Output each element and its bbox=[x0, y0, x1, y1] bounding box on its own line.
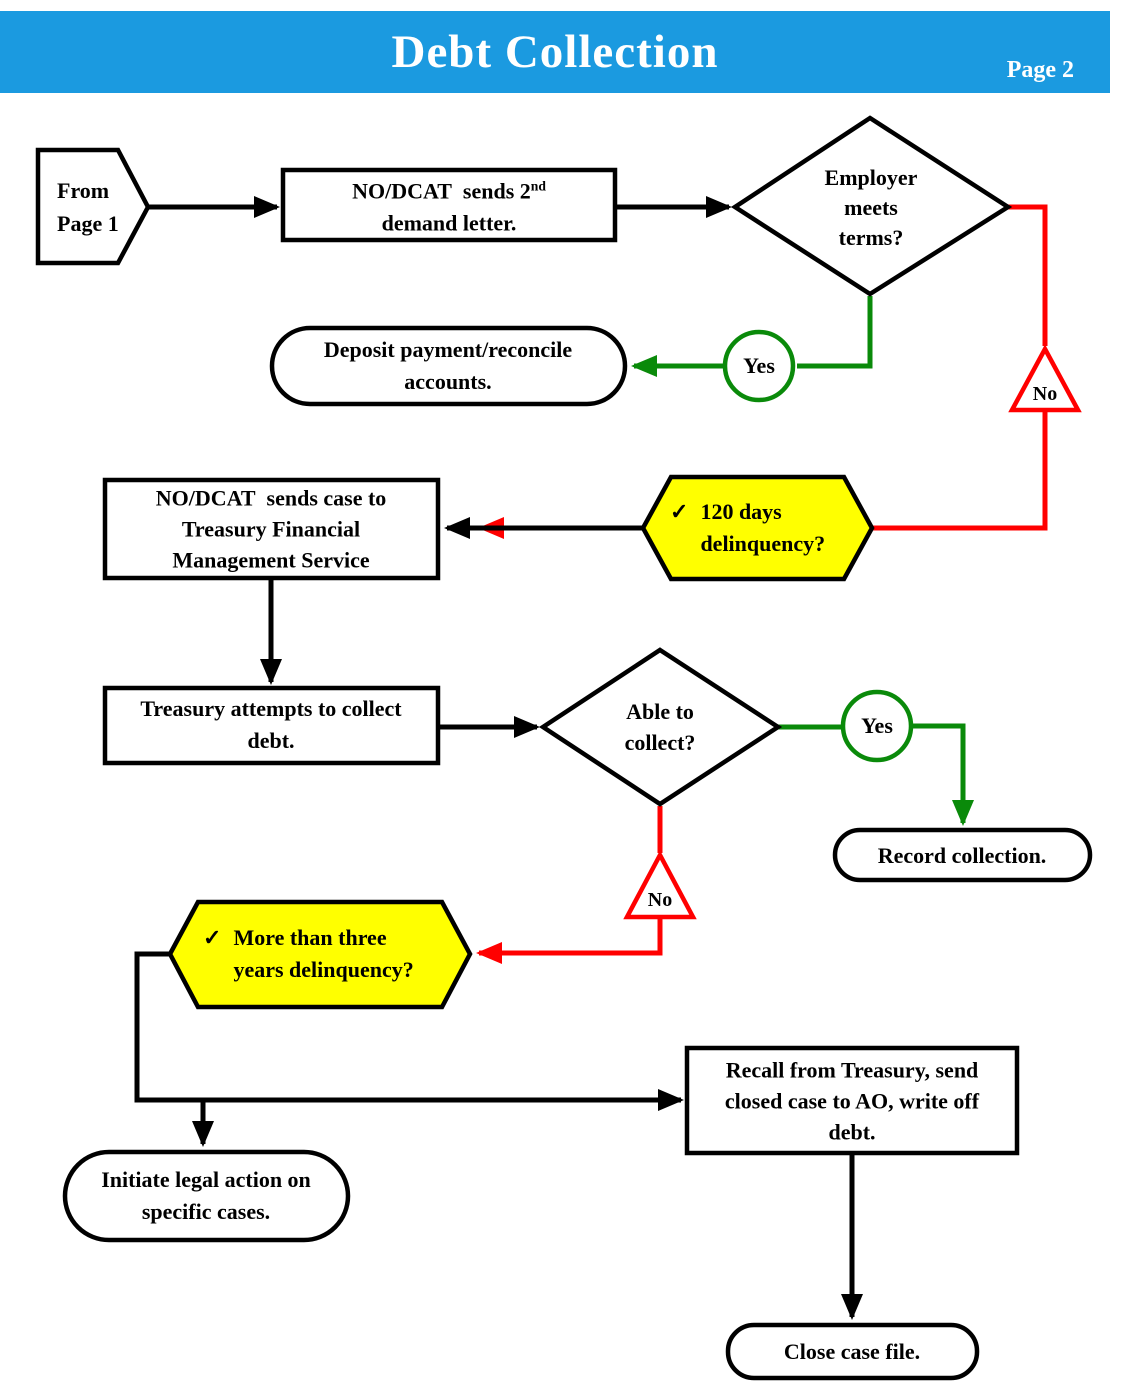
decision-able-to-collect bbox=[538, 647, 783, 807]
edge-3years-to-recall bbox=[134, 951, 684, 1111]
checkmark-icon: ✓ bbox=[670, 499, 689, 524]
terminator-deposit-payment bbox=[269, 325, 628, 407]
deposit-label: Deposit payment/reconcile accounts. bbox=[323, 337, 573, 394]
checkmark-icon: ✓ bbox=[203, 925, 222, 950]
terminator-legal-action bbox=[62, 1149, 351, 1243]
no-label-1: No bbox=[1032, 383, 1058, 405]
page-title: Debt Collection bbox=[391, 26, 719, 78]
no-connector-2 bbox=[623, 850, 697, 920]
process-recall-treasury bbox=[684, 1045, 1020, 1156]
yes-label-2: Yes bbox=[861, 713, 893, 738]
terminator-close-case bbox=[725, 1322, 980, 1381]
decision-employer-terms bbox=[730, 115, 1013, 297]
process-demand-letter bbox=[280, 167, 618, 243]
preparation-3years-delinquency bbox=[167, 899, 473, 1010]
demand-letter-label: NO/DCAT sends 2nd demand letter. bbox=[352, 178, 546, 236]
record-collection-label: Record collection. bbox=[877, 843, 1047, 868]
edge-employer-no bbox=[1008, 204, 1048, 346]
preparation-120days-delinquency bbox=[640, 474, 875, 582]
yes-connector-2 bbox=[840, 689, 914, 763]
edge-no-to-3years bbox=[476, 919, 663, 964]
able-collect-label: Able to collect? bbox=[624, 699, 696, 755]
offpage-label: From Page 1 bbox=[57, 178, 119, 236]
yes-connector-1 bbox=[722, 329, 796, 403]
edge-yes-to-record bbox=[911, 723, 974, 826]
delinquency-3yr-label: ✓ More than three years delinquency? bbox=[203, 922, 414, 986]
offpage-connector-from-page1 bbox=[35, 147, 151, 266]
header-bar: Debt Collection Page 2 bbox=[0, 11, 1110, 93]
legal-action-label: Initiate legal action on specific cases. bbox=[101, 1167, 311, 1224]
recall-treasury-label: Recall from Treasury, send closed case t… bbox=[724, 1057, 980, 1145]
no-connector-1 bbox=[1008, 344, 1082, 413]
employer-terms-label: Employer meets terms? bbox=[824, 165, 918, 250]
yes-label-1: Yes bbox=[743, 353, 775, 378]
process-send-to-treasury bbox=[102, 477, 441, 581]
delinquency-120-label: ✓ 120 days delinquency? bbox=[670, 496, 825, 560]
process-treasury-collect bbox=[102, 685, 441, 766]
send-treasury-label: NO/DCAT sends case to Treasury Financial… bbox=[155, 485, 387, 573]
no-label-2: No bbox=[647, 889, 673, 911]
terminator-record-collection bbox=[832, 827, 1093, 883]
edge-employer-yes bbox=[797, 296, 873, 369]
page-number: Page 2 bbox=[1006, 57, 1074, 83]
treasury-collect-label: Treasury attempts to collect debt. bbox=[140, 696, 402, 753]
close-case-label: Close case file. bbox=[783, 1339, 921, 1364]
